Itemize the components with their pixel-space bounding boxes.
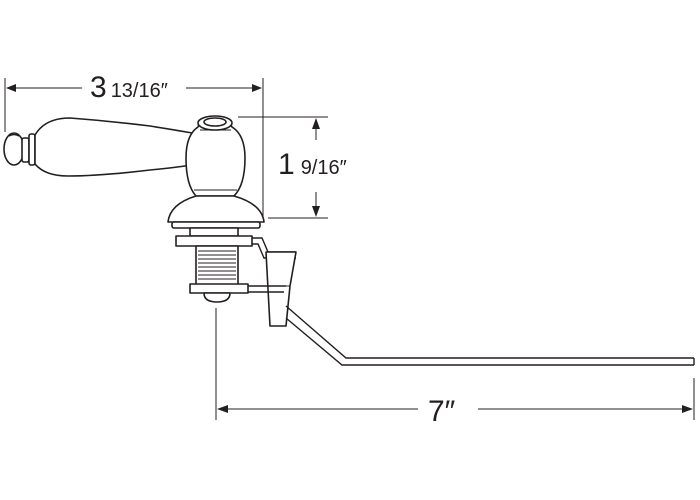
lever-handle: [3, 115, 265, 237]
lever-arm: [248, 237, 695, 366]
mounting-assembly: [175, 235, 253, 303]
arm-length-dimension: 7″: [215, 308, 695, 428]
threads: [198, 250, 236, 280]
arm-length-label: 7″: [428, 395, 456, 428]
